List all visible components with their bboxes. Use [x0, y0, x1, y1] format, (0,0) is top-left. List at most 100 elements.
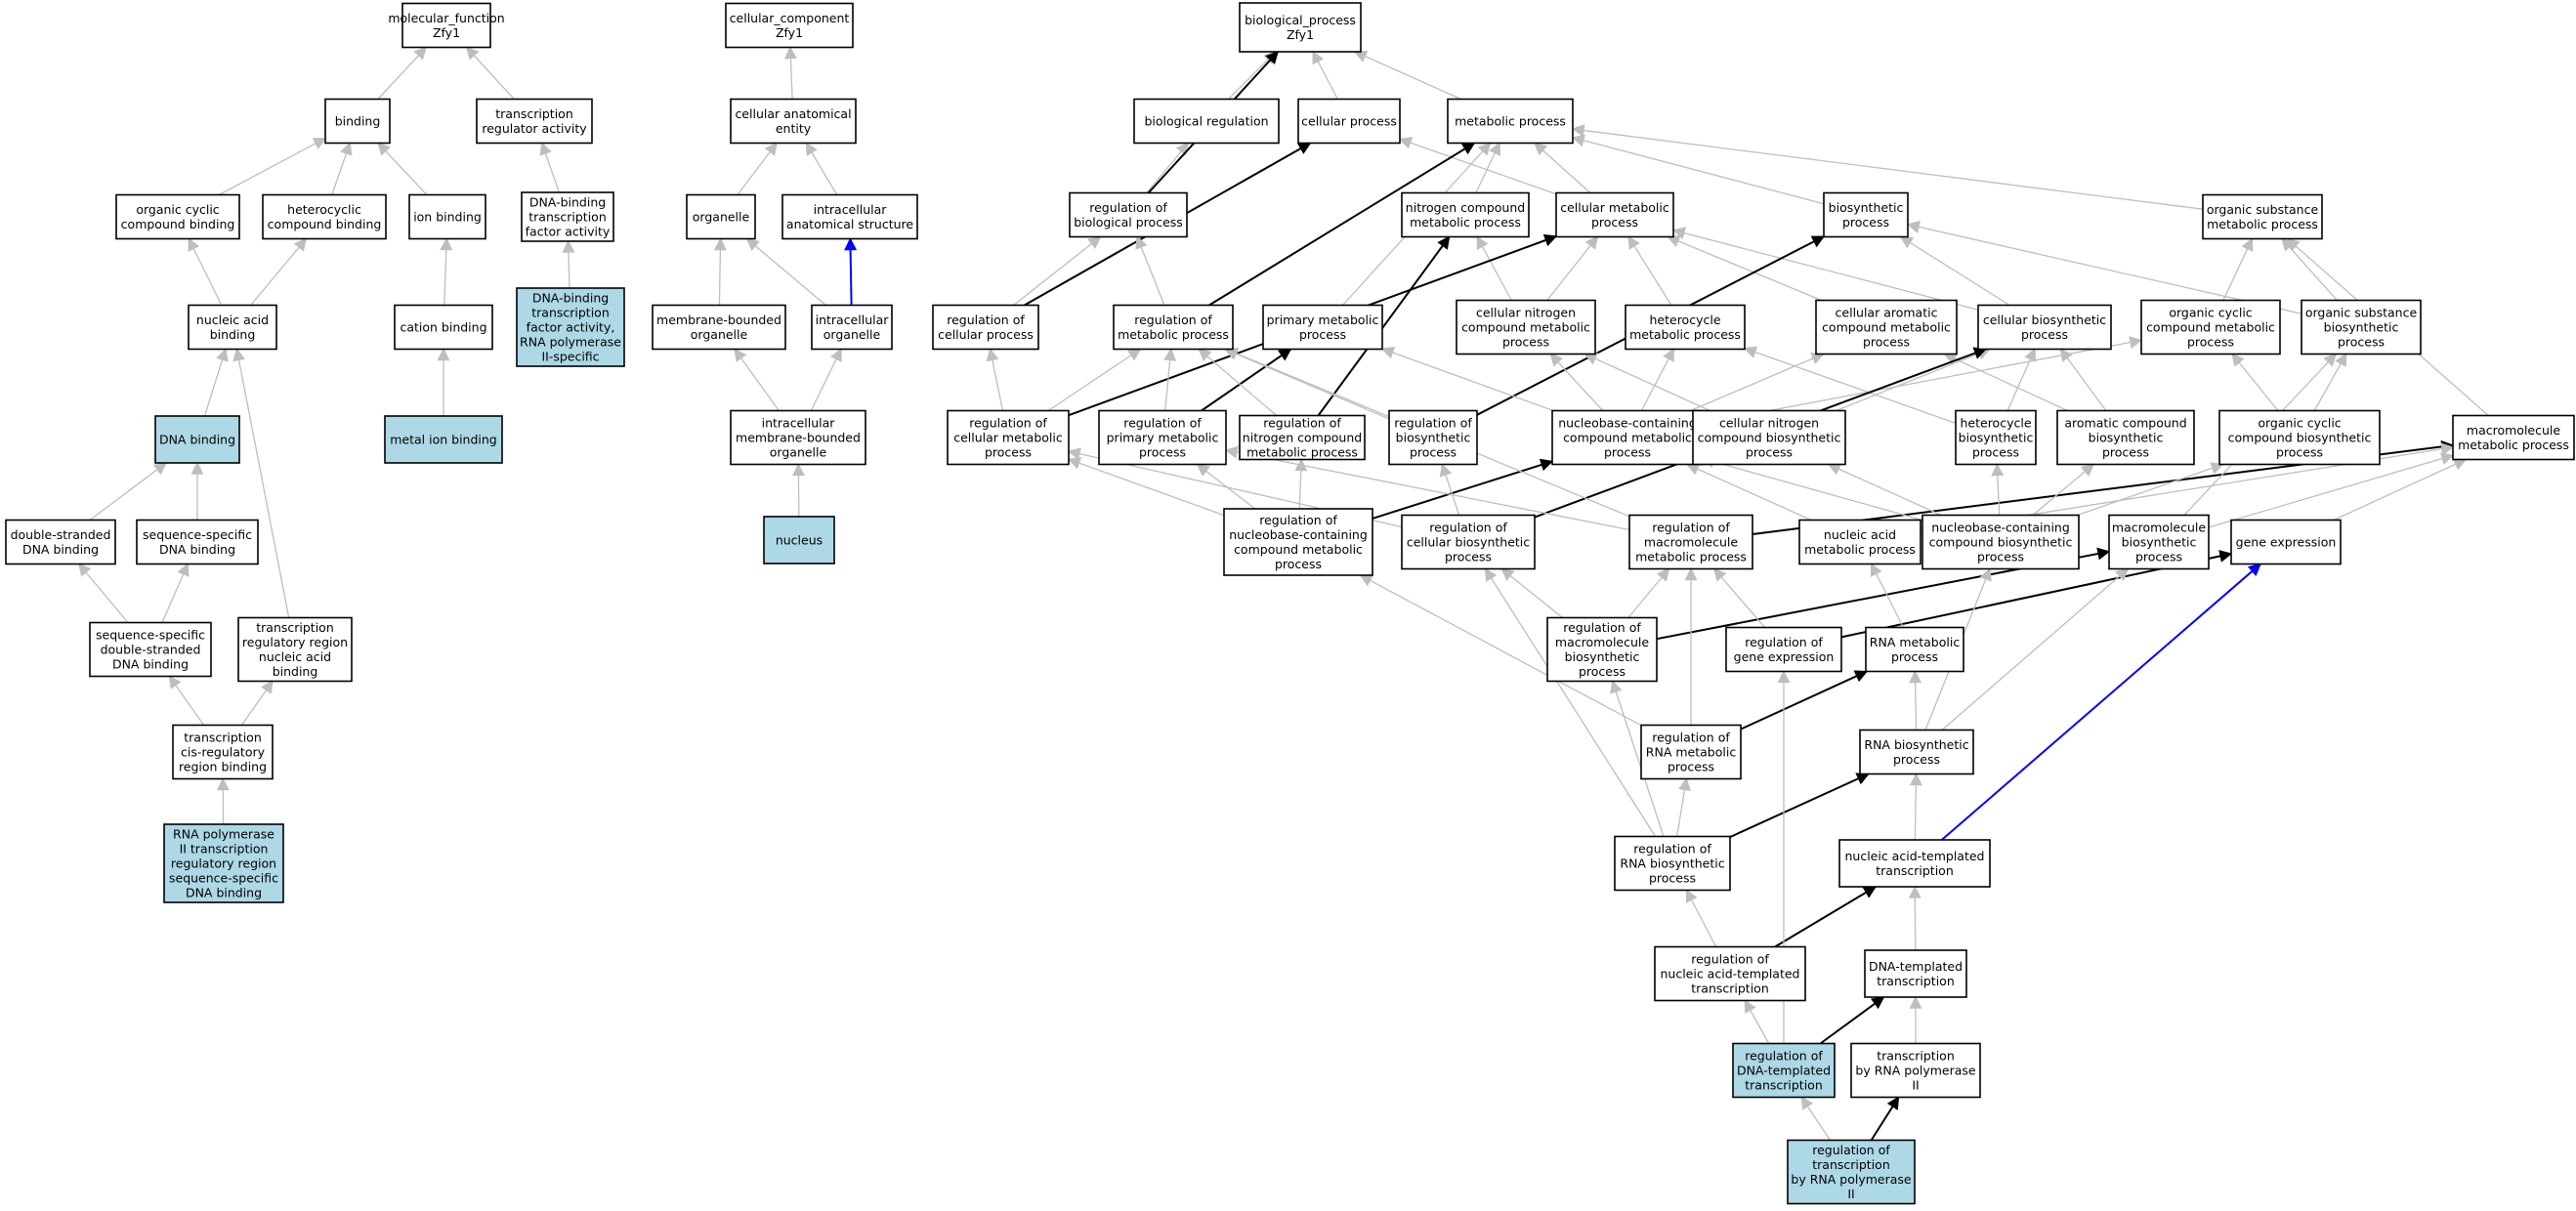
term-box[interactable] — [1823, 191, 1909, 238]
term-box[interactable] — [1625, 304, 1746, 351]
term-box[interactable] — [1456, 299, 1596, 355]
term-box[interactable] — [1551, 409, 1704, 466]
term-node-breg[interactable]: biological regulation — [1133, 98, 1280, 145]
term-box[interactable] — [1838, 839, 1991, 888]
term-box[interactable] — [1955, 409, 2037, 466]
term-box[interactable] — [932, 304, 1039, 351]
term-box[interactable] — [1546, 616, 1658, 683]
term-box[interactable] — [730, 409, 866, 466]
term-box[interactable] — [1725, 626, 1842, 673]
term-node-nucleus[interactable]: nucleus — [763, 516, 835, 564]
term-box[interactable] — [1732, 1042, 1836, 1099]
term-box[interactable] — [1069, 191, 1188, 238]
term-box[interactable] — [394, 304, 493, 351]
term-box[interactable] — [2452, 414, 2575, 461]
term-box[interactable] — [163, 823, 284, 903]
term-box[interactable] — [1447, 98, 1574, 145]
term-box[interactable] — [1401, 514, 1536, 570]
term-box[interactable] — [2301, 299, 2422, 355]
term-box[interactable] — [401, 2, 491, 49]
term-box[interactable] — [1921, 514, 2080, 570]
term-box[interactable] — [384, 415, 503, 464]
term-box[interactable] — [1864, 949, 1967, 998]
term-box[interactable] — [2230, 519, 2342, 565]
term-box[interactable] — [154, 415, 240, 464]
term-box[interactable] — [1401, 191, 1530, 238]
term-box[interactable] — [2202, 193, 2323, 240]
term-box[interactable] — [1113, 304, 1234, 351]
term-box[interactable] — [237, 616, 353, 683]
term-node-metp[interactable]: metabolic process — [1447, 98, 1574, 145]
term-box[interactable] — [1798, 519, 1921, 565]
term-box[interactable] — [2108, 514, 2210, 570]
term-node-cellp[interactable]: cellular process — [1297, 98, 1401, 145]
term-box[interactable] — [781, 193, 918, 240]
term-node-binding[interactable]: binding — [324, 98, 391, 145]
term-node-ionb[interactable]: ion binding — [408, 193, 486, 240]
term-box[interactable] — [1297, 98, 1401, 145]
term-box[interactable] — [652, 304, 786, 351]
term-node-mib[interactable]: metal ion binding — [384, 415, 503, 464]
term-box[interactable] — [1977, 304, 2112, 351]
term-box[interactable] — [1640, 724, 1742, 780]
term-box[interactable] — [521, 191, 614, 242]
term-box[interactable] — [1098, 409, 1227, 466]
term-box[interactable] — [516, 287, 625, 367]
term-node-rnbcmp[interactable]: regulation ofnucleobase-containingcompou… — [1223, 508, 1373, 576]
term-box[interactable] — [763, 516, 835, 564]
term-box[interactable] — [1654, 945, 1806, 1002]
term-node-catb[interactable]: cation binding — [394, 304, 493, 351]
term-box[interactable] — [324, 98, 391, 145]
term-box[interactable] — [89, 621, 212, 678]
term-node-gexp[interactable]: gene expression — [2230, 519, 2342, 565]
term-box[interactable] — [188, 304, 277, 351]
term-box[interactable] — [1628, 514, 1753, 570]
term-box[interactable] — [1692, 409, 1846, 466]
term-box[interactable] — [1223, 508, 1373, 576]
term-node-rmbp[interactable]: regulation ofmacromoleculebiosyntheticpr… — [1546, 616, 1658, 683]
term-box[interactable] — [1614, 835, 1731, 892]
